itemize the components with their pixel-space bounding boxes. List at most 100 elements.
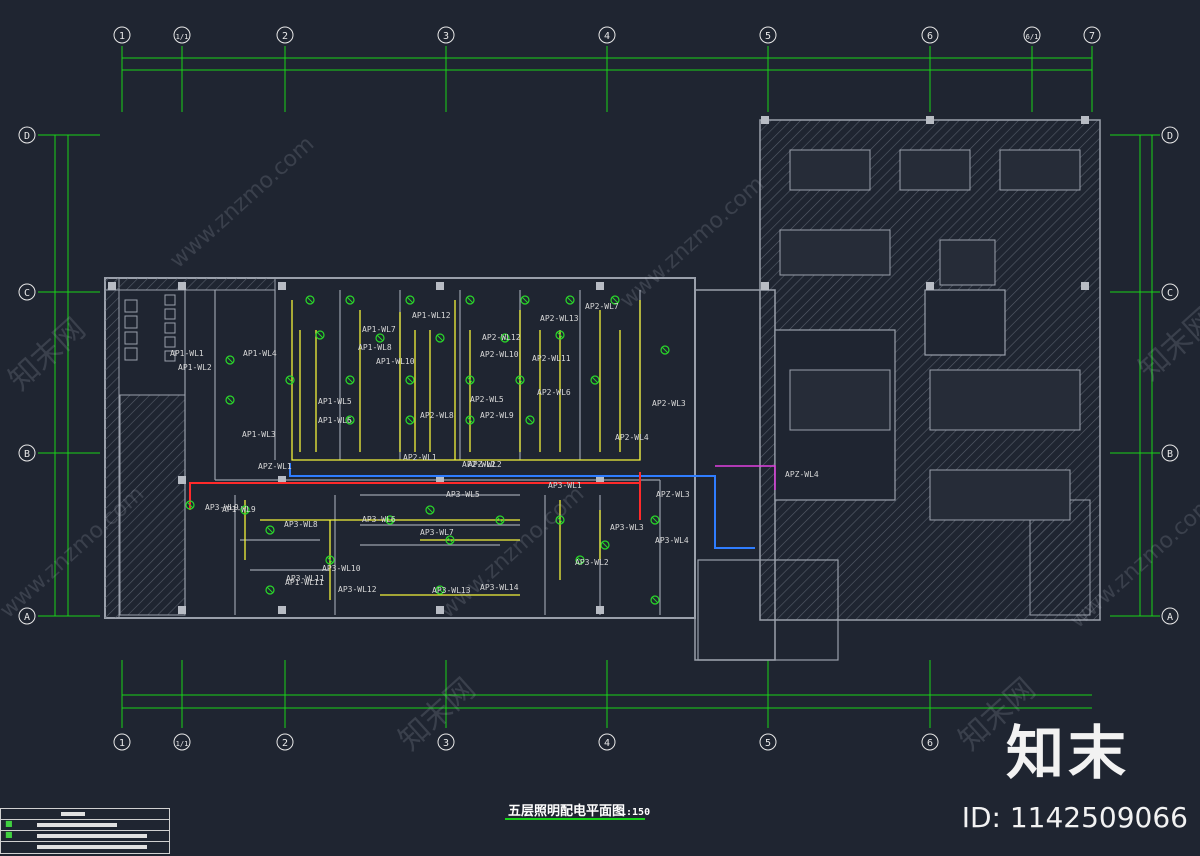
- light-fixture-ring: [500, 333, 510, 343]
- light-fixture-cross: [241, 506, 249, 514]
- axis-grid-layer: [38, 46, 1160, 728]
- light-fixture: [515, 375, 525, 385]
- drawing-scale: 1:150: [620, 807, 650, 818]
- light-fixture: [265, 525, 275, 535]
- light-fixture-ring: [565, 295, 575, 305]
- asset-id-label: ID: 1142509066: [961, 801, 1188, 834]
- light-fixture-ring: [465, 415, 475, 425]
- light-fixture-ring: [385, 515, 395, 525]
- axis-bubble: 1: [113, 733, 131, 751]
- wiring-layer: [185, 295, 776, 605]
- light-fixture: [525, 415, 535, 425]
- axis-bubble-label: A: [1167, 612, 1173, 623]
- axis-bubble: 7: [1083, 26, 1101, 44]
- axis-bubble: 1: [113, 26, 131, 44]
- light-fixture-ring: [225, 395, 235, 405]
- light-fixture-cross: [326, 556, 334, 564]
- furniture-outline: [939, 239, 996, 286]
- light-fixture: [465, 415, 475, 425]
- circuit-label: APZ-WL4: [785, 470, 819, 479]
- title-block-row: [1, 842, 169, 852]
- light-fixture: [405, 415, 415, 425]
- furniture-outline: [929, 469, 1071, 521]
- light-fixture-cross: [501, 334, 509, 342]
- light-fixture: [185, 500, 195, 510]
- circuit-label: AP3-WL5: [446, 490, 480, 499]
- title-block-row: ■: [1, 819, 169, 831]
- axis-bubble: 2: [276, 26, 294, 44]
- outer-wall-west: [104, 277, 120, 619]
- light-fixture-cross: [226, 396, 234, 404]
- light-fixture-cross: [266, 586, 274, 594]
- light-fixture-cross: [346, 296, 354, 304]
- lighting-circuit: [455, 300, 641, 461]
- light-fixture-ring: [435, 585, 445, 595]
- circuit-label: AP1-WL11: [285, 578, 324, 587]
- axis-bubble: 1/1: [173, 733, 191, 751]
- light-fixture-cross: [426, 506, 434, 514]
- drawing-title: 五层照明配电平面图: [508, 803, 625, 819]
- light-fixture: [555, 515, 565, 525]
- light-fixture: [520, 295, 530, 305]
- axis-bubble: A: [1161, 607, 1179, 625]
- light-fixture-ring: [600, 540, 610, 550]
- axis-bubble-circle: [276, 26, 294, 44]
- light-fixture-ring: [225, 355, 235, 365]
- light-fixture-cross: [576, 556, 584, 564]
- axis-bubble: B: [18, 444, 36, 462]
- light-fixture-ring: [575, 555, 585, 565]
- light-fixture-cross: [406, 296, 414, 304]
- furniture-outline: [899, 149, 971, 191]
- structural-column: [436, 476, 444, 484]
- axis-bubble-circle: [1023, 26, 1041, 44]
- circuit-label: AP1-WL7: [362, 325, 396, 334]
- axis-bubble-label: 2: [282, 738, 288, 749]
- axis-bubble-circle: [18, 607, 36, 625]
- light-fixture-cross: [556, 516, 564, 524]
- light-fixture: [425, 505, 435, 515]
- power-feeder: [289, 463, 755, 549]
- circuit-label: APZ-WL1: [258, 462, 292, 471]
- light-fixture-cross: [306, 296, 314, 304]
- circuit-label: AP2-WL11: [532, 354, 571, 363]
- light-fixture-cross: [556, 331, 564, 339]
- axis-bubble-circle: [18, 283, 36, 301]
- light-fixture-cross: [286, 376, 294, 384]
- light-fixture-ring: [265, 585, 275, 595]
- light-fixture: [650, 595, 660, 605]
- light-fixture-ring: [610, 295, 620, 305]
- light-fixture-ring: [525, 415, 535, 425]
- axis-bubble-label: 6: [927, 738, 933, 749]
- axis-bubble-label: A: [24, 612, 30, 623]
- axis-bubble-circle: [437, 733, 455, 751]
- circuit-label: AP3-WL12: [338, 585, 377, 594]
- light-fixture-cross: [376, 334, 384, 342]
- structural-column: [178, 606, 186, 614]
- light-fixture-cross: [651, 516, 659, 524]
- axis-bubble: 3: [437, 26, 455, 44]
- axis-bubble-label: B: [1167, 449, 1173, 460]
- axis-bubble: D: [1161, 126, 1179, 144]
- axis-bubble-circle: [113, 26, 131, 44]
- light-fixture: [575, 555, 585, 565]
- axis-bubble-label: 7: [1089, 31, 1095, 42]
- light-fixture: [285, 375, 295, 385]
- axis-bubble-label: B: [24, 449, 30, 460]
- axis-bubble-label: D: [1167, 131, 1173, 142]
- light-fixture-ring: [305, 295, 315, 305]
- structural-column: [108, 282, 116, 290]
- furniture-outline: [999, 149, 1081, 191]
- axis-bubble-label: C: [1167, 288, 1173, 299]
- light-fixture: [305, 295, 315, 305]
- light-fixture: [225, 395, 235, 405]
- elevator-lobby: [697, 559, 839, 661]
- axis-bubble-circle: [1161, 444, 1179, 462]
- axis-bubble: C: [18, 283, 36, 301]
- lighting-circuit: [291, 300, 455, 461]
- light-fixture-ring: [405, 295, 415, 305]
- light-fixture: [600, 540, 610, 550]
- furniture-outline: [779, 229, 891, 276]
- structural-column: [436, 606, 444, 614]
- light-fixture-cross: [226, 356, 234, 364]
